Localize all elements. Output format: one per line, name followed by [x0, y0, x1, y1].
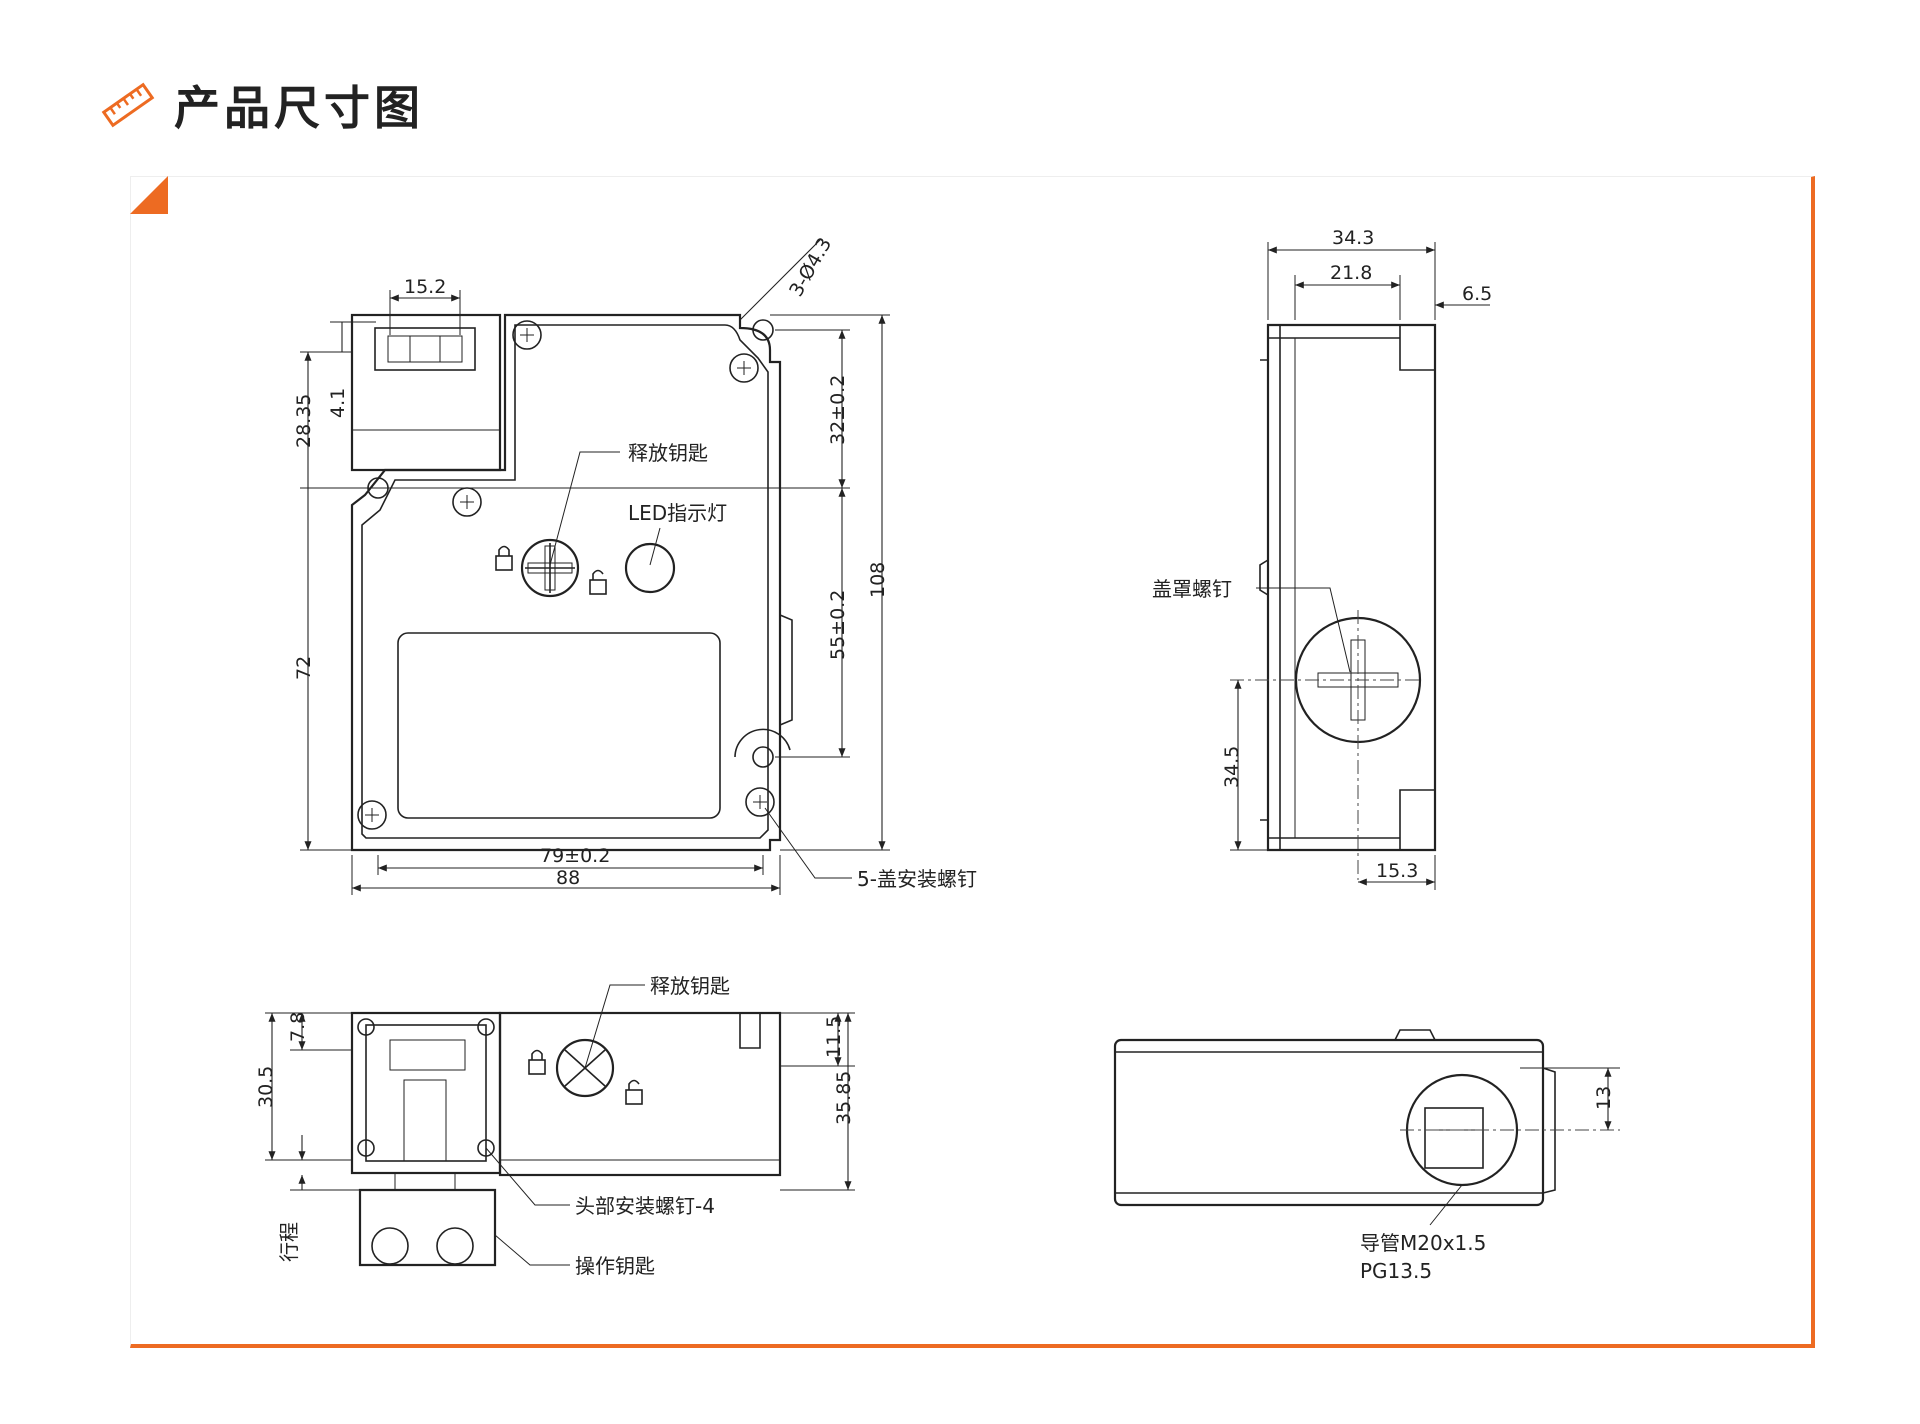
dim-top-d4: 35.85 [833, 1071, 855, 1125]
dim-head-height: 28.35 [293, 394, 315, 448]
dim-head-width: 15.2 [404, 276, 446, 298]
side-view: 34.3 21.8 6.5 34.5 15.3 盖罩螺钉 [1152, 227, 1492, 890]
dim-body-height: 72 [293, 656, 315, 680]
dim-inner: 21.8 [1330, 262, 1372, 284]
dim-total-height: 108 [867, 562, 889, 598]
label-head-screws: 头部安装螺钉-4 [575, 1194, 715, 1218]
dim-screw-offset: 15.3 [1376, 860, 1418, 882]
label-release-key: 释放钥匙 [628, 441, 708, 465]
dim-hole-to-hole: 55±0.2 [827, 590, 849, 660]
dim-top-d1: 7.8 [287, 1012, 309, 1042]
drawing-panel [130, 176, 1815, 1348]
dim-hole-span: 79±0.2 [540, 845, 610, 867]
dim-slot: 4.1 [327, 388, 349, 418]
label-actuator: 操作钥匙 [575, 1254, 655, 1278]
lock-icon [495, 545, 513, 571]
dim-top-d3: 11.5 [823, 1016, 845, 1058]
page-header: 产品尺寸图 [100, 70, 424, 140]
unlock-icon [625, 1079, 643, 1105]
cover-screw-icon [357, 320, 775, 830]
label-led: LED指示灯 [628, 501, 727, 525]
label-conduit-line2: PG13.5 [1360, 1259, 1432, 1283]
unlock-icon [589, 569, 607, 595]
bottom-view: 13 导管M20x1.5 PG13.5 [1113, 1029, 1620, 1283]
front-view: 15.2 3-Ø4.3 28.35 4.1 72 32±0.2 55±0.2 1… [293, 234, 977, 895]
label-conduit-line1: 导管M20x1.5 [1360, 1231, 1486, 1255]
dim-flange: 6.5 [1462, 283, 1492, 305]
dim-depth: 34.3 [1332, 227, 1374, 249]
lock-icon [528, 1049, 546, 1075]
panel-corner-accent [130, 176, 168, 214]
top-view: 7.8 30.5 行程 11.5 35.85 释放钥匙 头部安装螺钉-4 操作钥… [255, 974, 855, 1278]
actuator-key [358, 1188, 497, 1267]
led-indicator-icon [624, 542, 676, 594]
label-stroke: 行程 [277, 1222, 301, 1262]
dim-screw-height: 34.5 [1221, 746, 1243, 788]
dim-total-width: 88 [556, 867, 580, 889]
dim-top-d2: 30.5 [255, 1066, 277, 1108]
label-top-release-key: 释放钥匙 [650, 974, 730, 998]
ruler-icon [101, 82, 155, 128]
label-cover-screw: 盖罩螺钉 [1152, 577, 1232, 601]
dim-top-to-hole: 32±0.2 [827, 375, 849, 445]
release-key-knob-icon [520, 538, 580, 598]
page-title: 产品尺寸图 [174, 81, 424, 135]
dim-bottom-d1: 13 [1593, 1086, 1615, 1110]
label-cover-screws: 5-盖安装螺钉 [857, 867, 977, 891]
